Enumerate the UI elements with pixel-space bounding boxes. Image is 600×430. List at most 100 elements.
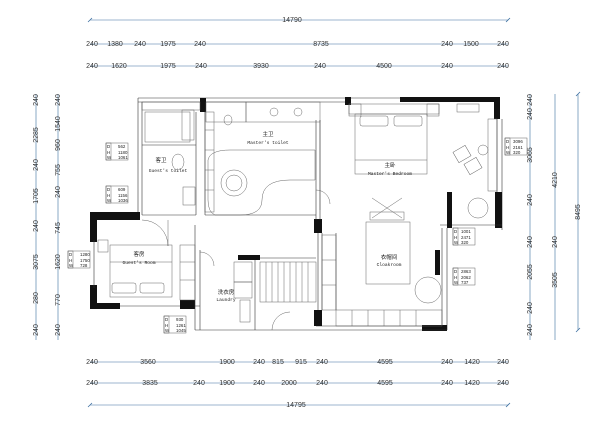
laundry-label-en: Laundry: [216, 297, 236, 303]
tag-4-h: 1261: [176, 323, 186, 328]
tag-1-h: 1180: [118, 150, 128, 155]
tag-5-d: 3096: [513, 139, 523, 144]
svg-text:H: H: [69, 258, 72, 263]
bottom-r1-dim-2: 1900: [219, 359, 235, 366]
left-r2-dim-3: 745: [55, 222, 62, 234]
svg-text:D: D: [506, 139, 509, 144]
tag-4-d: 930: [176, 317, 184, 322]
tag-6-w: 320: [461, 240, 469, 245]
bottom-r1-dim-5: 4595: [377, 359, 393, 366]
svg-text:W: W: [107, 198, 112, 203]
bottom-r2-dim-4: 4595: [377, 380, 393, 387]
room-labels: 客卫 Guest's toilet 主卫 Master's toilet 主卧 …: [122, 130, 412, 303]
top-r1-dim-3: 8735: [313, 41, 329, 48]
svg-text:H: H: [454, 275, 457, 280]
tag-4-w: 1045: [176, 328, 186, 333]
right-dimensions: 240 240 3065 240 240 2055 240 240 4210 2…: [527, 91, 582, 340]
bottom-r1-dim-4: 915: [295, 359, 307, 366]
tag-2-w: 1036: [118, 198, 128, 203]
bottom-r1-dim-6: 1420: [464, 359, 480, 366]
svg-text:D: D: [454, 269, 457, 274]
top-small-dim: 240: [253, 359, 265, 366]
svg-text:H: H: [506, 145, 509, 150]
top-small-dim: 240: [497, 63, 509, 70]
top-small-dim: 240: [527, 194, 534, 206]
tag-2-d: 609: [118, 187, 126, 192]
master-bedroom-label-cn: 主卧: [384, 161, 396, 169]
left-r2-dim-2: 960: [55, 139, 62, 151]
bottom-r1-dim-3: 815: [272, 359, 284, 366]
top-small-dim: 240: [33, 159, 40, 171]
svg-text:W: W: [107, 155, 112, 160]
top-small-dim: 240: [33, 94, 40, 106]
right-total-dim: 8495: [575, 204, 582, 220]
left-r2-dim-6: 770: [55, 294, 62, 306]
top-r2-dim-2: 1975: [160, 63, 176, 70]
svg-text:W: W: [69, 263, 74, 268]
top-small-dim: 240: [441, 359, 453, 366]
top-r1-dim-4: 1500: [463, 41, 479, 48]
svg-text:D: D: [454, 229, 457, 234]
top-small-dim: 240: [253, 380, 265, 387]
top-r2-dim-4: 4500: [376, 63, 392, 70]
top-small-dim: 240: [86, 63, 98, 70]
svg-text:H: H: [165, 323, 168, 328]
tag-3-d: 1280: [80, 252, 90, 257]
svg-text:D: D: [107, 187, 110, 192]
tag-1-w: 1061: [118, 155, 128, 160]
tag-5-h: 2161: [513, 145, 523, 150]
bottom-r2-dim-3: 2000: [281, 380, 297, 387]
svg-text:W: W: [454, 240, 459, 245]
bottom-r2-dim-2: 1900: [219, 380, 235, 387]
right-r1-dim-2: 2055: [527, 264, 534, 280]
top-total-dim: 14790: [282, 17, 302, 24]
top-small-dim: 240: [194, 41, 206, 48]
left-r1-dim-2: 1540: [55, 116, 62, 132]
top-small-dim: 240: [55, 324, 62, 336]
left-r2-dim-4: 3075: [33, 254, 40, 270]
top-small-dim: 240: [33, 324, 40, 336]
top-r1-dim-1: 1380: [107, 41, 123, 48]
right-r2-dim-1: 4210: [552, 172, 559, 188]
tag-6-h: 2471: [461, 235, 471, 240]
left-r1-dim-4: 1620: [55, 254, 62, 270]
bottom-dimensions: 240 3560 1900 240 815 915 240 4595 240 1…: [86, 359, 511, 409]
master-toilet-label-en: Master's toilet: [247, 140, 289, 146]
tag-1-d: 562: [118, 144, 126, 149]
bottom-total-dim: 14795: [286, 402, 306, 409]
tag-7-h: 2062: [461, 275, 471, 280]
top-small-dim: 240: [527, 324, 534, 336]
svg-text:H: H: [107, 193, 110, 198]
guest-toilet-label-cn: 客卫: [155, 156, 167, 164]
top-small-dim: 240: [86, 41, 98, 48]
top-small-dim: 240: [33, 220, 40, 232]
top-small-dim: 240: [86, 380, 98, 387]
top-small-dim: 240: [55, 94, 62, 106]
top-small-dim: 240: [441, 63, 453, 70]
top-r2-dim-3: 3930: [253, 63, 269, 70]
bottom-r1-dim-1: 3560: [140, 359, 156, 366]
top-small-dim: 240: [195, 63, 207, 70]
laundry-label-cn: 洗衣房: [218, 288, 235, 296]
guest-room-label-en: Guest's Room: [122, 260, 155, 266]
cloakroom-label-en: Cloakroom: [377, 262, 402, 268]
bottom-r2-dim-5: 1420: [464, 380, 480, 387]
svg-text:W: W: [506, 150, 511, 155]
top-small-dim: 240: [314, 63, 326, 70]
left-r2-dim-1: 755: [55, 164, 62, 176]
top-r2-dim-1: 1620: [111, 63, 127, 70]
top-small-dim: 240: [316, 359, 328, 366]
left-r1-dim-3: 1705: [33, 188, 40, 204]
master-toilet-label-cn: 主卫: [262, 130, 274, 138]
bottom-r2-dim-1: 3835: [142, 380, 158, 387]
top-small-dim: 240: [193, 380, 205, 387]
left-r2-dim-5: 280: [33, 292, 40, 304]
svg-text:H: H: [107, 150, 110, 155]
